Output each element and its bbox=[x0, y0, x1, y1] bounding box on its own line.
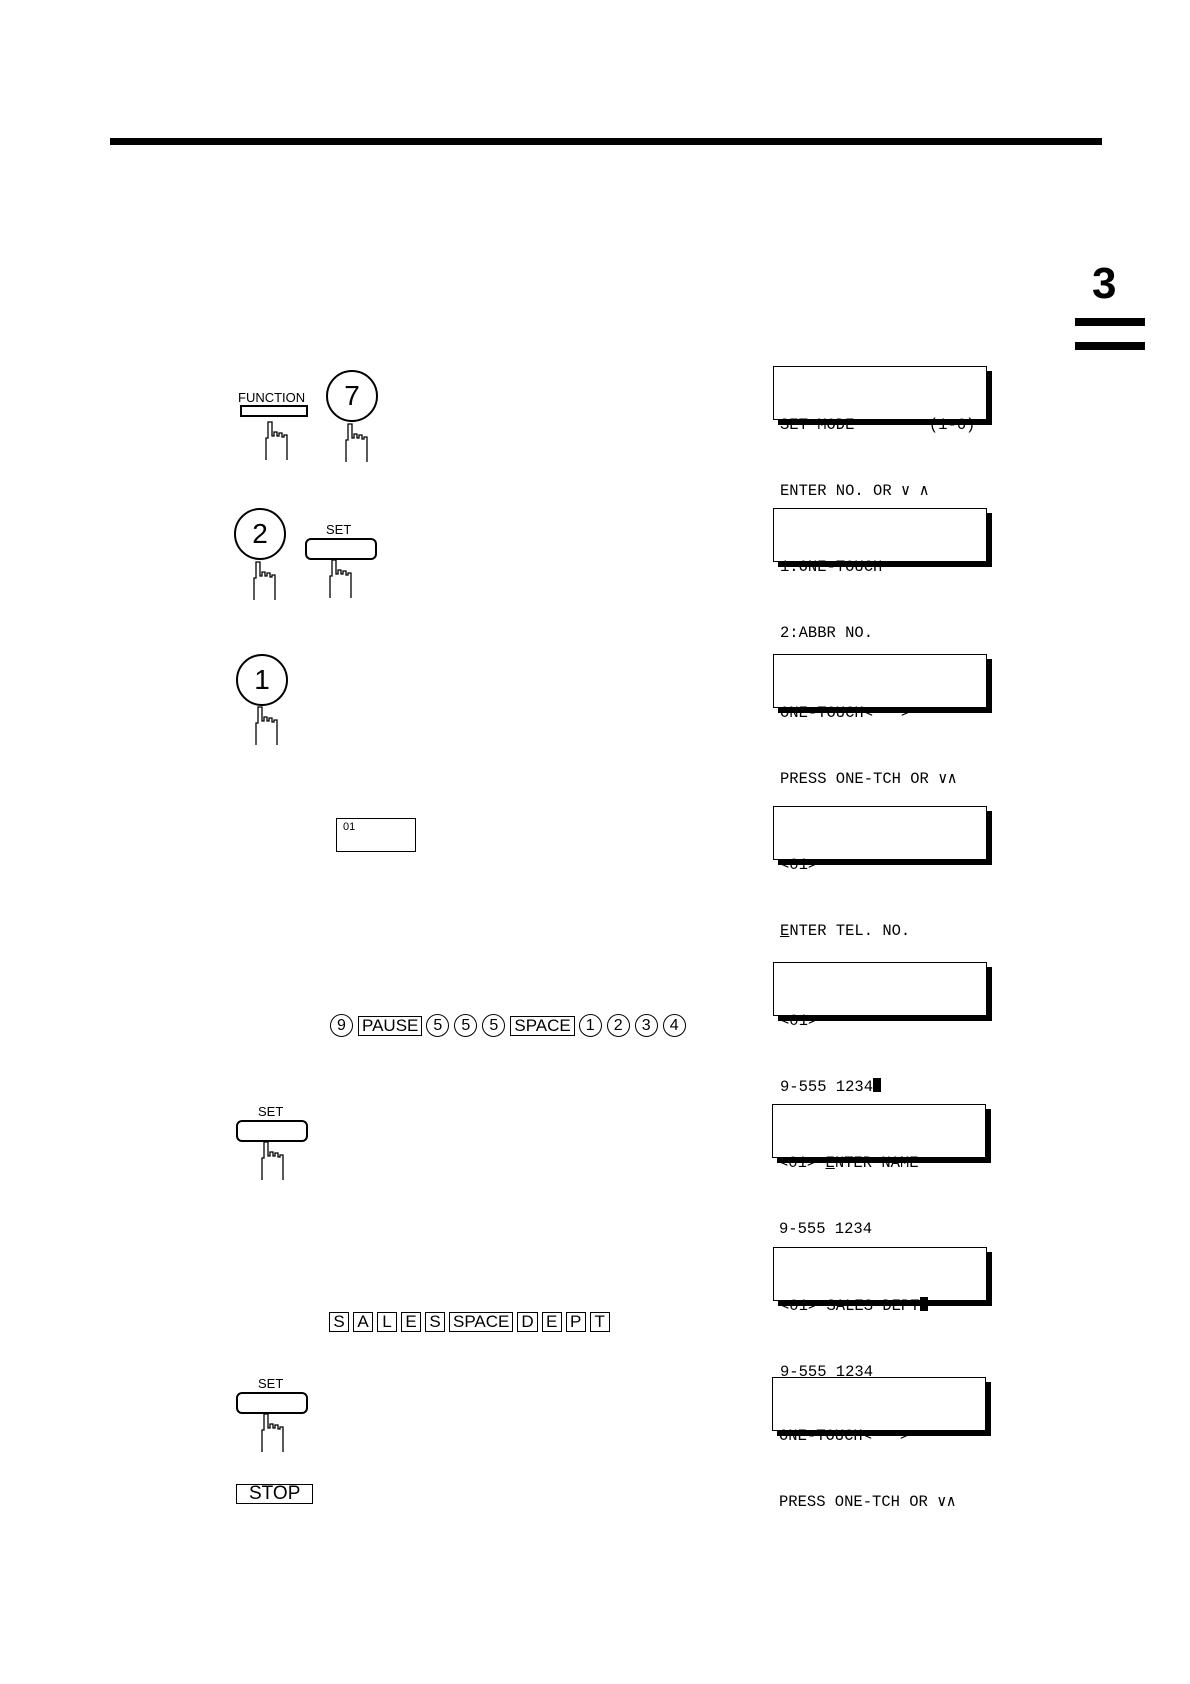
function-key-label: FUNCTION bbox=[238, 390, 306, 405]
chapter-number: 3 bbox=[1092, 259, 1117, 308]
press-hand-icon bbox=[329, 559, 352, 598]
key-9[interactable]: 9 bbox=[330, 1014, 353, 1037]
key-s[interactable]: S bbox=[329, 1312, 349, 1332]
cursor-block bbox=[873, 1078, 882, 1092]
key-4[interactable]: 4 bbox=[662, 1014, 686, 1037]
stop-key-wrapper: STOP bbox=[236, 1484, 317, 1504]
key-2[interactable]: 2 bbox=[606, 1014, 630, 1037]
press-hand-icon bbox=[255, 706, 278, 745]
key-5[interactable]: 5 bbox=[454, 1014, 478, 1037]
press-hand-icon bbox=[261, 1141, 284, 1180]
set-key-label: SET bbox=[326, 522, 352, 537]
set-key[interactable] bbox=[236, 1120, 308, 1142]
cursor-block bbox=[919, 1297, 928, 1311]
lcd-display-6: <01> ENTER NAME 9-555 1234 bbox=[772, 1104, 986, 1238]
stop-key[interactable]: STOP bbox=[236, 1484, 314, 1504]
set-key-label: SET bbox=[258, 1104, 284, 1119]
lcd-display-4: <01> ENTER TEL. NO. bbox=[773, 806, 987, 940]
key-1[interactable]: 1 bbox=[236, 654, 288, 706]
lcd-display-5: <01> 9-555 1234 bbox=[773, 962, 987, 1096]
key-5[interactable]: 5 bbox=[426, 1014, 450, 1037]
key-d[interactable]: D bbox=[517, 1312, 538, 1332]
space-key[interactable]: SPACE bbox=[510, 1015, 575, 1036]
lcd-display-1: SET MODE (1-6) ENTER NO. OR ∨ ∧ bbox=[773, 366, 987, 500]
lcd-display-7: <01> SALES DEPT 9-555 1234 bbox=[773, 1247, 987, 1381]
set-key[interactable] bbox=[305, 538, 377, 560]
key-a[interactable]: A bbox=[353, 1312, 373, 1332]
lcd-display-2: 1:ONE-TOUCH 2:ABBR NO. bbox=[773, 508, 987, 642]
one-touch-key-01[interactable]: 01 bbox=[336, 818, 416, 852]
key-5[interactable]: 5 bbox=[482, 1014, 506, 1037]
header-rule bbox=[110, 138, 1102, 145]
lcd-display-3: ONE-TOUCH< > PRESS ONE-TCH OR ∨∧ bbox=[773, 654, 987, 788]
chapter-bar-bottom bbox=[1075, 342, 1145, 350]
press-hand-icon bbox=[345, 423, 368, 462]
key-1[interactable]: 1 bbox=[578, 1014, 602, 1037]
press-hand-icon bbox=[261, 1413, 284, 1452]
key-2[interactable]: 2 bbox=[234, 508, 286, 560]
space-key[interactable]: SPACE bbox=[449, 1312, 514, 1332]
key-e[interactable]: E bbox=[541, 1312, 562, 1332]
set-key-label: SET bbox=[258, 1376, 284, 1391]
key-t[interactable]: T bbox=[589, 1312, 610, 1332]
key-l[interactable]: L bbox=[377, 1312, 397, 1332]
chapter-bar-top bbox=[1075, 318, 1145, 326]
key-s[interactable]: S bbox=[425, 1312, 445, 1332]
key-p[interactable]: P bbox=[565, 1312, 586, 1332]
press-hand-icon bbox=[265, 421, 288, 460]
key-7[interactable]: 7 bbox=[326, 370, 378, 422]
set-key[interactable] bbox=[236, 1392, 308, 1414]
lcd-display-8: ONE-TOUCH< > PRESS ONE-TCH OR ∨∧ bbox=[772, 1377, 986, 1511]
pause-key[interactable]: PAUSE bbox=[358, 1015, 423, 1036]
function-key[interactable] bbox=[240, 405, 308, 417]
key-3[interactable]: 3 bbox=[634, 1014, 658, 1037]
key-e[interactable]: E bbox=[401, 1312, 421, 1332]
press-hand-icon bbox=[253, 561, 276, 600]
